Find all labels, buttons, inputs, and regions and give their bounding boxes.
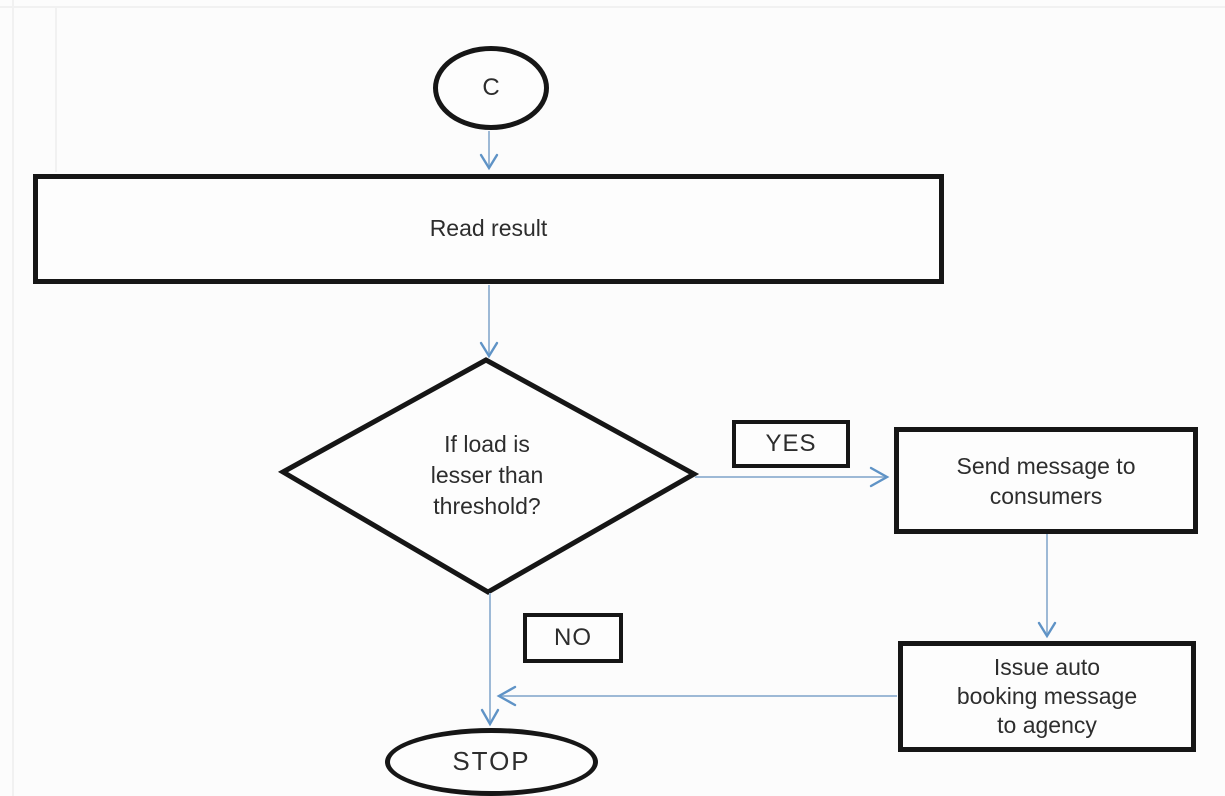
flowchart-node-stop: STOP [385, 728, 598, 796]
issue-auto-booking-label: Issue auto booking message to agency [956, 654, 1138, 738]
yes-label: YES [765, 429, 817, 457]
edge-decision-to-send-arrowhead [869, 466, 890, 488]
edge-issue-to-stop-arrowhead [496, 685, 517, 707]
edge-read-to-decision-arrowhead [479, 341, 499, 359]
edge-connector-to-read-arrowhead [479, 153, 499, 171]
send-message-label: Send message to consumers [956, 452, 1136, 509]
edge-send-to-issue-arrowhead [1037, 621, 1057, 639]
no-label: NO [554, 623, 592, 651]
connector-label: C [482, 73, 500, 101]
read-result-label: Read result [429, 215, 548, 242]
flowchart-node-read-result: Read result [33, 174, 944, 284]
stop-label: STOP [452, 746, 531, 777]
flowchart-node-send-message: Send message to consumers [894, 427, 1198, 534]
edge-decision-to-stop-arrowhead [480, 708, 500, 727]
decision-label: If load is lesser than threshold? [430, 431, 544, 519]
edge-label-no: NO [523, 613, 623, 663]
flowchart-node-connector: C [433, 46, 549, 130]
decision-diamond-shape [277, 357, 700, 595]
edge-label-yes: YES [732, 420, 850, 468]
flowchart-node-issue-auto-booking: Issue auto booking message to agency [898, 641, 1196, 752]
